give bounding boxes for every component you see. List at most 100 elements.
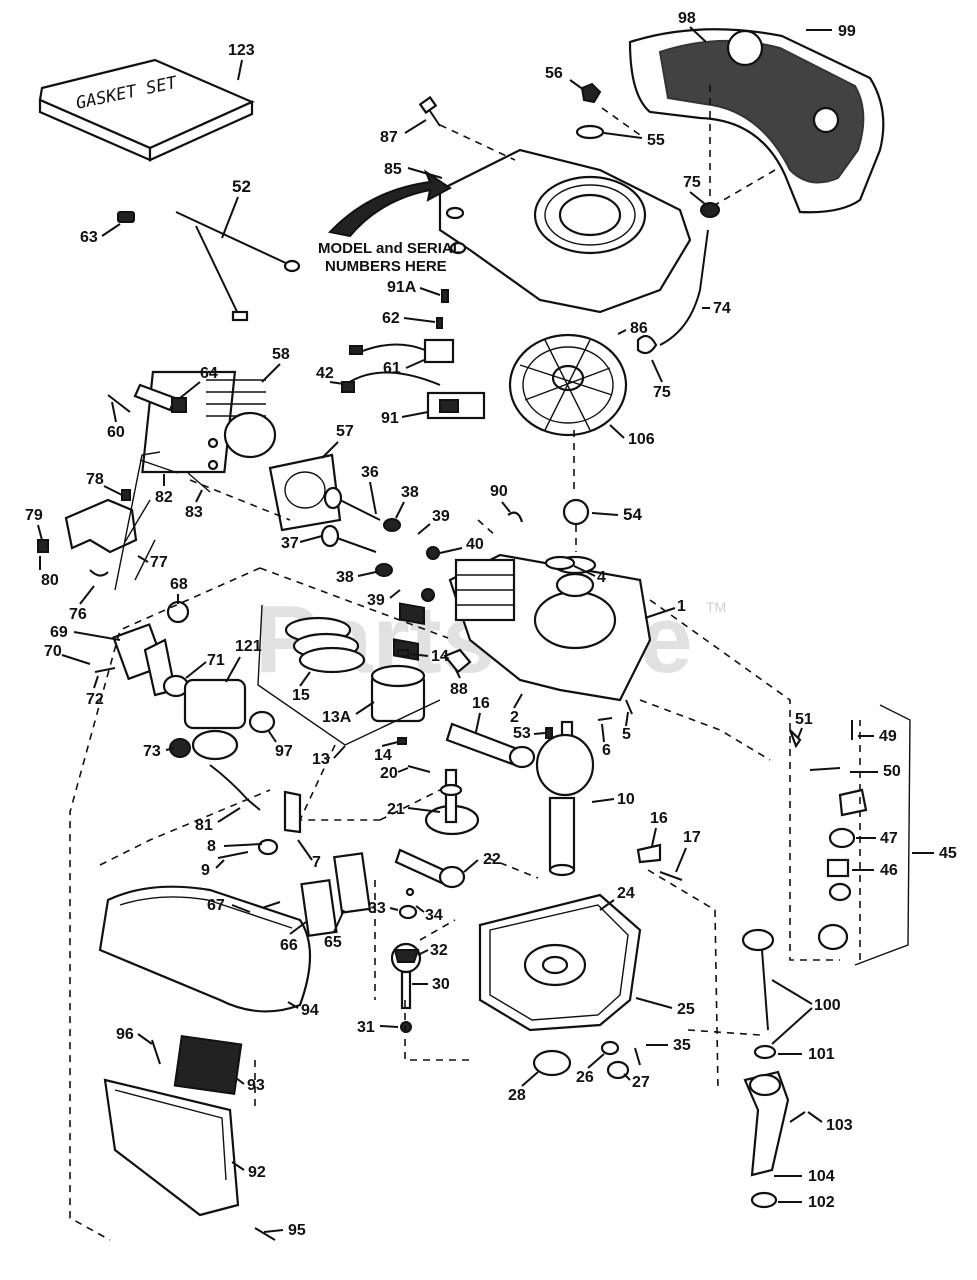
callout-20[interactable]: 20 (380, 765, 409, 782)
callout-68[interactable]: 68 (170, 576, 188, 604)
callout-88[interactable]: 88 (450, 669, 468, 698)
callout-103[interactable]: 103 (807, 1111, 853, 1134)
callout-10[interactable]: 10 (591, 791, 635, 808)
callout-70[interactable]: 70 (44, 643, 62, 660)
callout-65[interactable]: 65 (324, 909, 345, 951)
callout-91[interactable]: 91 (381, 410, 429, 427)
callout-17[interactable]: 17 (675, 829, 701, 873)
callout-76[interactable]: 76 (69, 585, 95, 623)
callout-86[interactable]: 86 (617, 320, 648, 337)
callout-63[interactable]: 63 (80, 223, 121, 246)
callout-80[interactable]: 80 (39, 556, 59, 589)
callout-33[interactable]: 33 (368, 900, 399, 917)
callout-100[interactable]: 100 (771, 979, 841, 1045)
callout-32[interactable]: 32 (417, 942, 448, 959)
callout-97[interactable]: 97 (267, 729, 293, 760)
callout-26[interactable]: 26 (576, 1053, 605, 1086)
callout-75b[interactable]: 75 (651, 359, 671, 401)
callout-75a[interactable]: 75 (683, 174, 706, 205)
callout-93[interactable]: 93 (235, 1077, 265, 1094)
callout-104[interactable]: 104 (774, 1168, 835, 1185)
callout-34[interactable]: 34 (415, 905, 443, 924)
callout-62[interactable]: 62 (382, 310, 436, 327)
callout-39b[interactable]: 39 (367, 589, 401, 609)
callout-121[interactable]: 121 (225, 638, 262, 683)
callout-13A[interactable]: 13A (322, 701, 375, 726)
callout-71[interactable]: 71 (185, 652, 225, 679)
callout-9[interactable]: 9 (201, 859, 225, 879)
callout-66[interactable]: 66 (280, 921, 307, 954)
callout-28[interactable]: 28 (508, 1071, 539, 1104)
callout-102[interactable]: 102 (778, 1194, 835, 1211)
callout-73[interactable]: 73 (143, 743, 175, 760)
callout-79[interactable]: 79 (25, 507, 43, 541)
callout-45[interactable]: 45 (912, 845, 957, 862)
callout-77[interactable]: 77 (137, 554, 168, 571)
callout-52[interactable]: 52 (221, 177, 251, 239)
callout-64[interactable]: 64 (179, 365, 218, 399)
callout-38a[interactable]: 38 (395, 484, 419, 519)
callout-81[interactable]: 81 (195, 807, 241, 834)
callout-96[interactable]: 96 (116, 1026, 153, 1045)
callout-39a[interactable]: 39 (417, 508, 450, 535)
callout-50[interactable]: 50 (850, 763, 901, 780)
callout-69[interactable]: 69 (50, 624, 121, 641)
callout-98[interactable]: 98 (678, 10, 707, 43)
callout-4[interactable]: 4 (573, 565, 606, 586)
callout-36[interactable]: 36 (361, 464, 379, 515)
callout-16b[interactable]: 16 (650, 810, 668, 847)
callout-78[interactable]: 78 (86, 471, 125, 497)
callout-87[interactable]: 87 (380, 119, 427, 146)
callout-49[interactable]: 49 (858, 728, 897, 745)
callout-27[interactable]: 27 (623, 1073, 650, 1091)
callout-57[interactable]: 57 (321, 423, 354, 459)
callout-94[interactable]: 94 (287, 1001, 319, 1019)
callout-123[interactable]: 123 (228, 42, 255, 81)
callout-42[interactable]: 42 (316, 365, 345, 385)
callout-24[interactable]: 24 (599, 885, 635, 911)
callout-51[interactable]: 51 (795, 711, 813, 739)
callout-46[interactable]: 46 (852, 862, 898, 879)
callout-53[interactable]: 53 (513, 725, 546, 742)
callout-14a[interactable]: 14 (409, 648, 449, 665)
callout-21[interactable]: 21 (387, 801, 441, 818)
callout-106[interactable]: 106 (609, 424, 655, 448)
callout-2[interactable]: 2 (510, 693, 523, 726)
callout-101[interactable]: 101 (778, 1046, 835, 1063)
callout-15[interactable]: 15 (292, 671, 311, 704)
callout-38b[interactable]: 38 (336, 569, 377, 586)
callout-74[interactable]: 74 (702, 300, 731, 317)
callout-85[interactable]: 85 (384, 161, 443, 179)
callout-6[interactable]: 6 (601, 723, 611, 759)
callout-72[interactable]: 72 (86, 675, 104, 708)
callout-30[interactable]: 30 (412, 976, 450, 993)
callout-60[interactable]: 60 (107, 401, 125, 441)
callout-7[interactable]: 7 (297, 839, 321, 871)
callout-54[interactable]: 54 (591, 505, 642, 524)
callout-31[interactable]: 31 (357, 1019, 399, 1036)
callout-95[interactable]: 95 (263, 1222, 306, 1239)
callout-61[interactable]: 61 (383, 359, 425, 377)
callout-37[interactable]: 37 (281, 535, 323, 552)
callout-35[interactable]: 35 (646, 1037, 691, 1054)
callout-82[interactable]: 82 (155, 474, 173, 506)
callout-22[interactable]: 22 (463, 851, 501, 873)
callout-92[interactable]: 92 (231, 1161, 266, 1181)
callout-99[interactable]: 99 (806, 23, 856, 40)
callout-16a[interactable]: 16 (472, 695, 490, 733)
callout-83[interactable]: 83 (185, 489, 203, 521)
callout-5[interactable]: 5 (622, 711, 631, 743)
callout-14b[interactable]: 14 (374, 741, 399, 764)
callout-55[interactable]: 55 (603, 132, 665, 149)
callout-40[interactable]: 40 (439, 536, 484, 554)
callout-90[interactable]: 90 (490, 483, 511, 513)
callout-56[interactable]: 56 (545, 65, 585, 91)
callout-8[interactable]: 8 (207, 838, 263, 855)
callout-47[interactable]: 47 (856, 830, 898, 847)
callout-67[interactable]: 67 (207, 897, 251, 914)
callout-25[interactable]: 25 (635, 997, 695, 1018)
callout-13[interactable]: 13 (312, 745, 346, 768)
callout-91A[interactable]: 91A (387, 279, 441, 296)
callout-1[interactable]: 1 (644, 598, 686, 619)
callout-58[interactable]: 58 (261, 346, 290, 383)
